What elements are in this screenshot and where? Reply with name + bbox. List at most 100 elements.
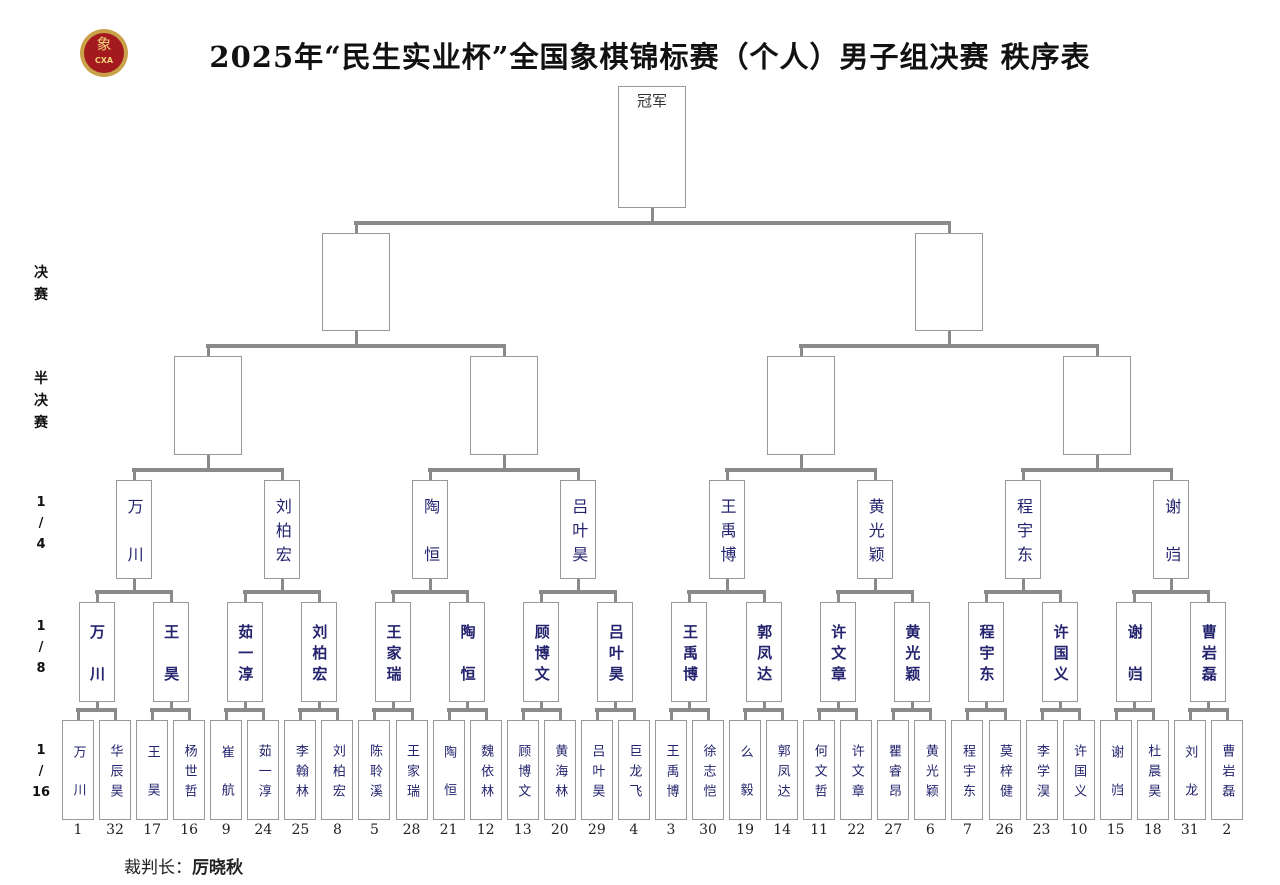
round-label-char: 8 [36, 661, 46, 676]
seed-number: 11 [810, 822, 829, 838]
player-name: 王家瑞 [384, 623, 403, 687]
bracket-slot-r32: 王家瑞 [395, 720, 428, 820]
bracket-connector [929, 708, 933, 720]
seed-number: 6 [925, 822, 935, 838]
seed-number: 25 [291, 822, 310, 838]
player-name: 黄光颖 [922, 743, 938, 804]
bracket-connector [540, 702, 544, 708]
bracket-connector [76, 708, 118, 712]
bracket-connector [540, 590, 544, 602]
bracket-connector [1113, 708, 1155, 712]
round-label-char: 赛 [34, 287, 48, 303]
bracket-connector [447, 708, 451, 720]
bracket-connector [947, 221, 951, 233]
seed-number: 18 [1143, 822, 1162, 838]
bracket-connector [354, 331, 358, 344]
player-name: 陈聆溪 [366, 743, 382, 804]
round-label-char: / [38, 516, 44, 531]
bracket-slot-r32: 崔航 [210, 720, 243, 821]
bracket-slot-champion [618, 86, 687, 208]
bracket-slot-r16: 许国义 [1042, 602, 1079, 702]
player-name: 许国义 [1051, 623, 1070, 687]
seed-number: 21 [439, 822, 458, 838]
bracket-connector [224, 708, 266, 712]
bracket-connector [984, 590, 988, 602]
bracket-slot-r32: 郭凤达 [766, 720, 799, 820]
player-name: 万川 [124, 497, 144, 594]
bracket-connector [280, 579, 284, 590]
bracket-connector [466, 590, 470, 602]
bracket-connector [243, 590, 247, 602]
bracket-connector [1059, 702, 1063, 708]
seed-number: 14 [773, 822, 792, 838]
player-name: 陶恒 [458, 623, 477, 708]
bracket-connector [1059, 590, 1063, 602]
round-label-char: 赛 [34, 415, 48, 431]
player-name: 徐志恺 [700, 743, 716, 804]
bracket-connector [836, 702, 840, 708]
bracket-slot-r16: 谢岿 [1116, 602, 1153, 708]
bracket-slot-semi [173, 356, 242, 455]
bracket-slot-semi [766, 356, 835, 455]
bracket-slot-r32: 徐志恺 [692, 720, 725, 820]
bracket-connector [725, 579, 729, 590]
bracket-slot-r32: 魏依林 [469, 720, 502, 820]
round-label-final: 决赛 [30, 262, 52, 306]
seed-number: 23 [1032, 822, 1051, 838]
bracket-slot-r16: 程宇东 [967, 602, 1004, 702]
bracket-connector [817, 708, 859, 712]
bracket-connector [762, 590, 766, 602]
bracket-connector [762, 702, 766, 708]
bracket-connector [94, 590, 173, 594]
bracket-connector [688, 702, 692, 708]
player-name: 吕叶昊 [589, 743, 605, 804]
bracket-slot-r32: 刘柏宏 [321, 720, 354, 820]
seed-number: 7 [962, 822, 972, 838]
bracket-slot-r32: 茹一淳 [247, 720, 280, 820]
bracket-connector [1170, 468, 1174, 480]
player-name: 魏依林 [478, 743, 494, 804]
bracket-slot-r16: 顾博文 [523, 602, 560, 702]
seed-number: 5 [370, 822, 379, 838]
chief-referee: 裁判长：厉晓秋 [124, 853, 243, 878]
bracket-slot-r32: 杜晨昊 [1136, 720, 1169, 820]
bracket-slot-r32: 黄海林 [543, 720, 576, 820]
bracket-slot-r32: 巨龙飞 [617, 720, 650, 820]
bracket-connector [336, 708, 340, 720]
player-name: 谢岿 [1108, 744, 1124, 821]
bracket-connector [114, 708, 118, 720]
bracket-slot-r16: 万川 [78, 602, 115, 708]
bracket-connector [799, 344, 803, 356]
bracket-connector [77, 708, 80, 720]
bracket-connector [95, 590, 99, 602]
bracket-slot-quarter: 刘柏宏 [263, 480, 300, 579]
bracket-slot-r32: 刘龙 [1173, 720, 1206, 821]
bracket-connector [1022, 468, 1026, 480]
bracket-connector [873, 468, 877, 480]
player-name: 吕叶昊 [569, 497, 589, 570]
bracket-slot-semi [1063, 356, 1132, 455]
bracket-slot-semi [470, 356, 539, 455]
player-name: 刘柏宏 [272, 497, 292, 570]
bracket-connector [873, 579, 877, 590]
bracket-connector [392, 702, 395, 708]
bracket-connector [1040, 708, 1044, 720]
bracket-connector [910, 702, 914, 708]
bracket-connector [669, 708, 673, 720]
bracket-connector [372, 708, 414, 712]
player-name: 华辰昊 [107, 743, 123, 804]
player-name: 何文哲 [811, 743, 827, 804]
player-name: 许文章 [848, 743, 864, 804]
bracket-connector [1096, 344, 1100, 356]
player-name: 万川 [70, 744, 86, 821]
bracket-connector [1207, 702, 1211, 708]
bracket-connector [95, 702, 99, 708]
bracket-connector [391, 590, 470, 594]
player-name: 茹一淳 [236, 623, 255, 687]
logo-abbr: CXA [94, 56, 114, 65]
bracket-slot-quarter: 程宇东 [1005, 480, 1042, 579]
bracket-connector [520, 708, 562, 712]
bracket-slot-r32: 顾博文 [506, 720, 539, 820]
bracket-connector [668, 708, 710, 712]
bracket-connector [169, 590, 173, 602]
